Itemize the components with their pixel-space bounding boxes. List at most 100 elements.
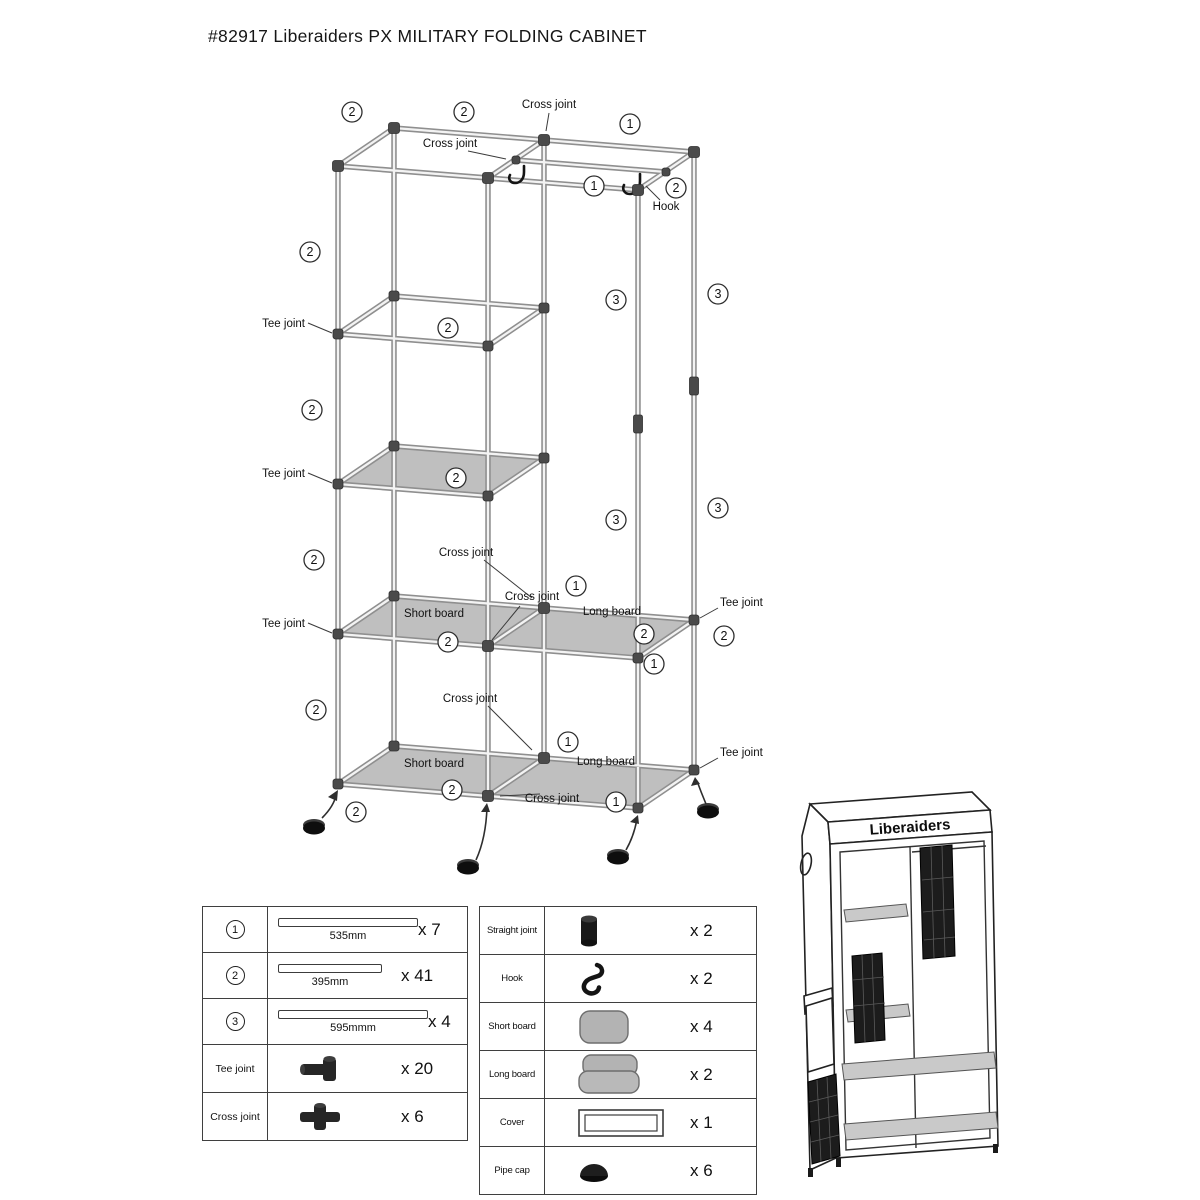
frame-joint <box>332 328 344 340</box>
parts-table-accessories: Straight joint x 2 Hook x 2 Short board <box>479 906 757 1195</box>
straight-joint <box>633 414 643 434</box>
part-callout: Tee joint <box>262 318 306 330</box>
cover-icon <box>578 1108 664 1137</box>
frame-joint <box>632 184 644 196</box>
frame-joint <box>688 146 700 158</box>
table-row: Pipe cap x 6 <box>480 1146 756 1194</box>
interior-shelf <box>843 903 909 923</box>
part-callout: Long board <box>583 606 641 618</box>
side-pocket <box>805 996 835 1074</box>
svg-text:2: 2 <box>453 471 460 485</box>
qty-label: x 2 <box>690 1064 713 1084</box>
pipe-length-label: 535mm <box>329 929 367 942</box>
side-strap <box>799 852 813 876</box>
part-name-label: Short board <box>480 1003 545 1050</box>
product-preview: Liberaiders <box>799 791 999 1177</box>
frame-joint <box>388 590 400 602</box>
part-name-label: Pipe cap <box>480 1147 545 1194</box>
shelf-boards <box>336 445 696 809</box>
part-callout: Short board <box>404 758 464 770</box>
part-name-label: Tee joint <box>203 1045 268 1092</box>
part-callout: Long board <box>577 756 635 768</box>
straight-joint-icon <box>581 915 597 946</box>
svg-text:3: 3 <box>613 293 620 307</box>
qty-label: x 6 <box>690 1160 713 1180</box>
pipe-size-marker: 3 <box>605 509 627 531</box>
pipe-size-marker: 2 <box>303 549 325 571</box>
svg-text:2: 2 <box>307 245 314 259</box>
frame-joint <box>332 628 344 640</box>
pipe-icon <box>278 1009 428 1019</box>
frame-joint <box>538 452 550 464</box>
part-callout: Tee joint <box>262 468 306 480</box>
frame-joint <box>332 778 344 790</box>
callout-leader <box>307 322 333 334</box>
pipe-icon <box>278 917 418 927</box>
pipe-size-marker: 3 <box>707 283 729 305</box>
cross-joint-icon <box>300 1102 340 1130</box>
interior-shelf <box>841 1051 997 1081</box>
pipe-size-marker: 2 <box>633 623 655 645</box>
svg-text:1: 1 <box>627 117 634 131</box>
short-board-icon <box>579 1009 629 1044</box>
part-callout: Cross joint <box>505 591 560 603</box>
callout-leader <box>487 705 533 751</box>
svg-text:2: 2 <box>721 629 728 643</box>
pipe-1-badge: 1 <box>225 920 245 939</box>
frame-joints <box>332 122 700 814</box>
callout-leader <box>491 605 521 641</box>
frame-joint <box>688 614 700 626</box>
tee-joint-icon <box>300 1055 336 1081</box>
pipe-size-marker: 1 <box>557 731 579 753</box>
frame-joint <box>482 790 494 802</box>
frame-joint <box>388 740 400 752</box>
frame-joint <box>332 478 344 490</box>
svg-text:2: 2 <box>313 703 320 717</box>
frame-joint <box>538 134 550 146</box>
table-row: Short board x 4 <box>480 1002 756 1050</box>
page-title: #82917 Liberaiders PX MILITARY FOLDING C… <box>208 26 647 46</box>
qty-label: x 1 <box>690 1112 713 1132</box>
pipe-size-marker: 2 <box>437 317 459 339</box>
table-row: 3 595mmm x 4 <box>203 998 467 1044</box>
pipe-size-marker: 3 <box>605 289 627 311</box>
pipe-size-marker: 1 <box>583 175 605 197</box>
part-name-label: Cross joint <box>203 1093 268 1140</box>
part-callout: Cross joint <box>423 138 478 150</box>
frame-joint <box>632 652 644 664</box>
pipe-icon <box>278 963 382 973</box>
part-callout: Short board <box>404 608 464 620</box>
callout-leader <box>467 150 507 160</box>
pipe-size-marker: 2 <box>437 631 459 653</box>
part-name-label: Long board <box>480 1051 545 1098</box>
svg-text:1: 1 <box>613 795 620 809</box>
camo-panel <box>919 844 956 960</box>
hook-icon <box>581 962 605 996</box>
pipe-size-marker: 3 <box>707 497 729 519</box>
frame-joint <box>538 602 550 614</box>
table-row: Straight joint x 2 <box>480 907 756 954</box>
pipe-size-marker: 2 <box>301 399 323 421</box>
cabinet-foot <box>808 1168 813 1177</box>
frame-joint <box>388 440 400 452</box>
frame-joint <box>388 122 400 134</box>
svg-text:3: 3 <box>715 501 722 515</box>
interior-shelf <box>843 1111 999 1141</box>
svg-text:2: 2 <box>445 635 452 649</box>
cap-arrows <box>321 777 707 861</box>
pipe-size-marker: 2 <box>341 101 363 123</box>
cabinet-foot <box>993 1144 998 1153</box>
frame-joint <box>661 167 671 177</box>
frame-joint <box>482 490 494 502</box>
pipe-size-marker: 2 <box>453 101 475 123</box>
frame-joint <box>632 802 644 814</box>
callout-leader <box>307 472 333 484</box>
callout-leader <box>307 622 333 634</box>
pipe-2-badge: 2 <box>225 966 245 985</box>
parts-table-pipes: 1 535mm x 7 2 395mm x 41 3 595mmm x 4 Te… <box>202 906 468 1141</box>
part-callout: Tee joint <box>720 597 764 609</box>
brand-logo: Liberaiders <box>869 816 951 839</box>
straight-joint <box>689 376 699 396</box>
